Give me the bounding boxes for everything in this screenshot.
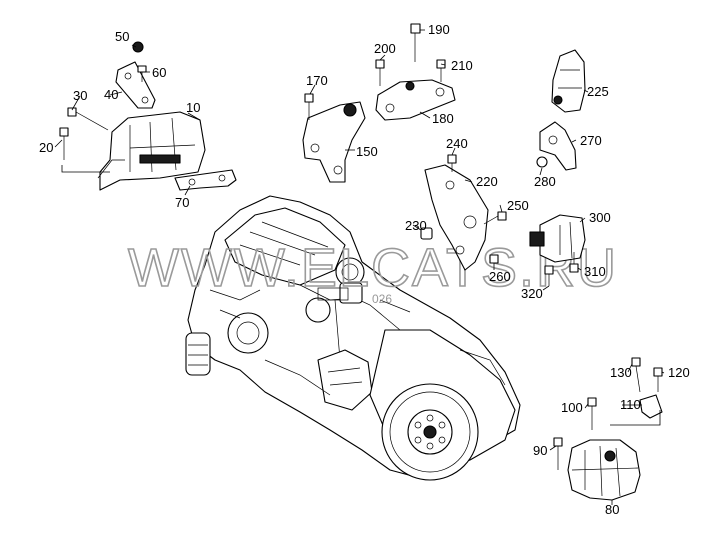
nut-part-50 — [132, 41, 144, 53]
bolt-part-200 — [375, 59, 385, 86]
callout-300: 300 — [589, 210, 611, 225]
watermark-text: WWW.ELCATS.RU — [128, 238, 618, 298]
bolt-part-20 — [59, 127, 69, 160]
leader-lines — [54, 29, 665, 505]
callout-180: 180 — [432, 111, 454, 126]
callout-100: 100 — [561, 400, 583, 415]
callout-50: 50 — [115, 29, 129, 44]
mount-part-300 — [529, 214, 586, 263]
bolt-part-190 — [410, 23, 421, 62]
bracket-part-220 — [424, 164, 489, 271]
callout-190: 190 — [428, 22, 450, 37]
bolt-part-30 — [67, 107, 109, 131]
bolt-part-120 — [653, 367, 663, 392]
watermark-code: 026 — [372, 292, 392, 306]
bracket-part-270 — [539, 121, 577, 171]
bolt-part-170 — [304, 93, 314, 120]
plate-part-70 — [174, 169, 237, 191]
callout-90: 90 — [533, 443, 547, 458]
callout-240: 240 — [446, 136, 468, 151]
callout-70: 70 — [175, 195, 189, 210]
bolt-part-90 — [553, 437, 563, 470]
bracket-part-150 — [302, 101, 366, 183]
callout-220: 220 — [476, 174, 498, 189]
callout-230: 230 — [405, 218, 427, 233]
callout-labels: 50 60 40 30 10 20 70 170 150 190 200 210… — [39, 22, 690, 517]
callout-60: 60 — [152, 65, 166, 80]
bolt-part-320 — [544, 265, 554, 286]
nut-part-230 — [420, 227, 433, 240]
callout-110: 110 — [620, 397, 641, 412]
bolt-part-100 — [587, 397, 597, 430]
mount-part-80 — [567, 439, 641, 501]
callout-260: 260 — [489, 269, 511, 284]
callout-40: 40 — [104, 87, 118, 102]
bracket-part-40 — [115, 61, 156, 109]
bolt-part-60 — [137, 65, 147, 82]
bracket-part-180 — [375, 79, 456, 121]
callout-30: 30 — [73, 88, 87, 103]
callout-200: 200 — [374, 41, 396, 56]
callout-80: 80 — [605, 502, 619, 517]
callout-310: 310 — [584, 264, 606, 279]
callout-280: 280 — [534, 174, 556, 189]
nut-part-280 — [536, 156, 548, 168]
callout-20: 20 — [39, 140, 53, 155]
callout-270: 270 — [580, 133, 602, 148]
callout-130: 130 — [610, 365, 632, 380]
callout-120: 120 — [668, 365, 690, 380]
bolt-part-130 — [631, 357, 641, 393]
callout-150: 150 — [356, 144, 378, 159]
callout-10: 10 — [186, 100, 200, 115]
callout-250: 250 — [507, 198, 529, 213]
callout-210: 210 — [451, 58, 473, 73]
bracket-part-110 — [639, 394, 663, 419]
callout-170: 170 — [306, 73, 328, 88]
callout-225: 225 — [587, 84, 609, 99]
mount-part-225 — [551, 49, 586, 113]
callout-320: 320 — [521, 286, 543, 301]
bolt-part-260 — [489, 254, 499, 264]
bolt-part-210 — [436, 59, 446, 82]
engine-assembly — [185, 195, 521, 481]
